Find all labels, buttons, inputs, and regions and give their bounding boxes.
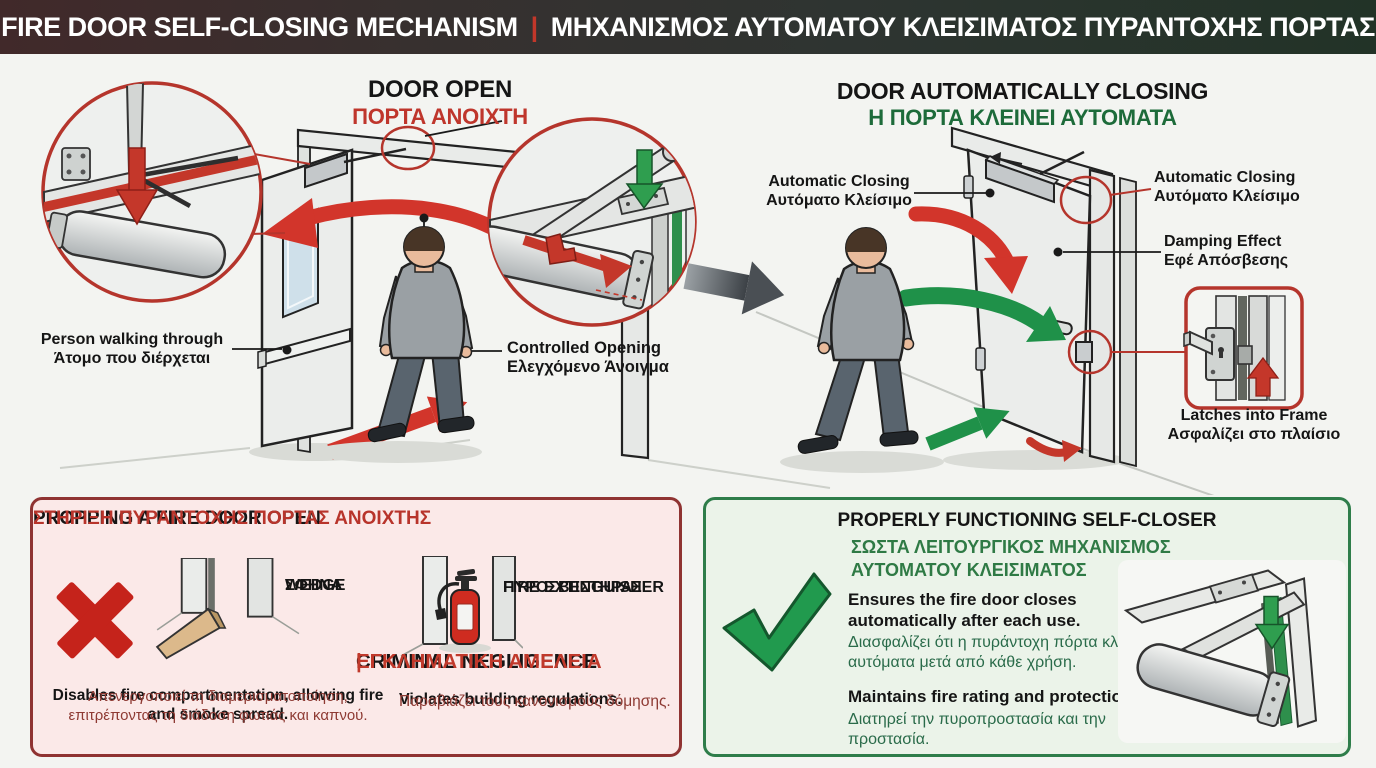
person-walking-through <box>314 226 482 463</box>
self-closer-illustration <box>1123 569 1318 728</box>
x-icon <box>56 582 134 659</box>
ok-panel-title-en: PROPERLY FUNCTIONING SELF-CLOSER <box>837 510 1217 531</box>
closer-marker-circle <box>380 125 436 171</box>
ok-panel-title-el: ΣΩΣΤΑ ΛΕΙΤΟΥΡΓΙΚΟΣ ΜΗΧΑΝΙΣΜΟΣ ΑΥΤΟΜΑΤΟΥ … <box>851 537 1171 581</box>
shoe <box>367 422 407 443</box>
top-corner-marker-circle <box>1059 175 1113 225</box>
shoe <box>797 435 839 454</box>
green-down-arrow <box>636 149 653 187</box>
latch-box <box>1075 341 1093 363</box>
callout-automatic-closing-left: Automatic Closing Αυτόματο Κλείσιμο <box>766 173 912 209</box>
latch-up-arrow <box>1246 356 1280 397</box>
auto-right-leader <box>1109 188 1152 196</box>
hinge <box>975 347 986 371</box>
closer-zoom-inset-left <box>41 81 263 303</box>
door-shadow <box>943 450 1127 470</box>
person-callout-leader <box>232 345 292 355</box>
red-down-arrow <box>128 147 146 193</box>
frame-jamb-outer <box>1119 176 1137 468</box>
closer-zoom-inset-middle <box>487 117 697 327</box>
transition-arrow <box>683 261 785 315</box>
closer-arm <box>343 147 407 164</box>
green-seal-arrow <box>1263 595 1279 628</box>
header-title-en: FIRE DOOR SELF-CLOSING MECHANISM <box>1 11 518 42</box>
door-closer-body <box>304 152 348 189</box>
main-scene-illustration <box>41 81 1304 495</box>
ok-panel: PROPERLY FUNCTIONING SELF-CLOSER ΣΩΣΤΑ Λ… <box>703 497 1351 757</box>
callout-damping-effect: Damping Effect Εφέ Απόσβεσης <box>1164 233 1289 269</box>
door-closer-body <box>985 158 1055 204</box>
wedge-illustration <box>155 558 300 660</box>
closing-door-leaf <box>963 148 1093 454</box>
closing-floor-arrow-green <box>925 407 1010 451</box>
ok-panel-benefits: Ensures the fire door closes automatical… <box>848 590 1148 749</box>
shoe <box>437 415 475 434</box>
callout-automatic-closing-right: Automatic Closing Αυτόματο Κλείσιμο <box>1154 169 1300 205</box>
callout-latches-into-frame: Latches into Frame Ασφαλίζει στο πλαίσιο <box>1167 407 1341 443</box>
header-bar: FIRE DOOR SELF-CLOSING MECHANISM | ΜΗΧΑΝ… <box>0 0 1376 54</box>
closing-scene-title: DOOR AUTOMATICALLY CLOSING Η ΠΟΡΤΑ ΚΛΕΙΝ… <box>795 78 1250 131</box>
marker-to-inset-line <box>424 120 503 137</box>
callout-person: Person walking through Άτομο που διέρχετ… <box>40 331 224 367</box>
open-scene-title: DOOR OPEN ΠΟΡΤΑ ΑΝΟΙΧΤΗ <box>300 76 580 130</box>
latch-swing-arrow-red <box>1026 437 1082 462</box>
header-title-el: ΜΗΧΑΝΙΣΜΟΣ ΑΥΤΟΜΑΤΟΥ ΚΛΕΙΣΙΜΑΤΟΣ ΠΥΡΑΝΤΟ… <box>550 11 1376 42</box>
check-icon <box>722 572 832 672</box>
closing-swing-arrow-red <box>908 206 1028 294</box>
extinguisher-illustration <box>400 556 523 657</box>
header-separator: | <box>530 11 539 42</box>
callout-controlled-opening: Controlled Opening Ελεγχόμενο Άνοιγμα <box>507 339 669 377</box>
shoe <box>879 430 919 447</box>
person-walking-away <box>780 227 944 473</box>
auto-left-leader <box>914 188 995 198</box>
open-title-el: ΠΟΡΤΑ ΑΝΟΙΧΤΗ <box>352 104 528 130</box>
hinge <box>963 175 974 199</box>
closing-swing-arrow-green <box>897 287 1066 342</box>
latch-bolt <box>1237 345 1253 365</box>
warning-panel: PROPPING A FIRE DOOR OPEN ΣΤΗΡΙΞΗ ΠΥΡΑΝΤ… <box>30 497 682 757</box>
latch-zoom-inset <box>1183 286 1304 410</box>
fire-extinguisher-icon <box>435 569 480 645</box>
damping-leader <box>1053 247 1161 257</box>
closing-title-en: DOOR AUTOMATICALLY CLOSING <box>836 78 1209 104</box>
frame-jamb-inner <box>1088 168 1116 464</box>
scene-door-open <box>41 81 831 489</box>
open-title-en: DOOR OPEN <box>368 76 512 103</box>
inset1-connector-lines <box>248 153 311 235</box>
closing-title-el: Η ΠΟΡΤΑ ΚΛΕΙΝΕΙ ΑΥΤΟΜΑΤΑ <box>868 105 1177 131</box>
scene-door-closing <box>755 126 1304 495</box>
open-door-leaf <box>257 147 407 448</box>
self-closer-illustration-box <box>1118 560 1346 743</box>
closer-arm <box>1039 150 1085 176</box>
handle-in-inset <box>1189 330 1213 356</box>
